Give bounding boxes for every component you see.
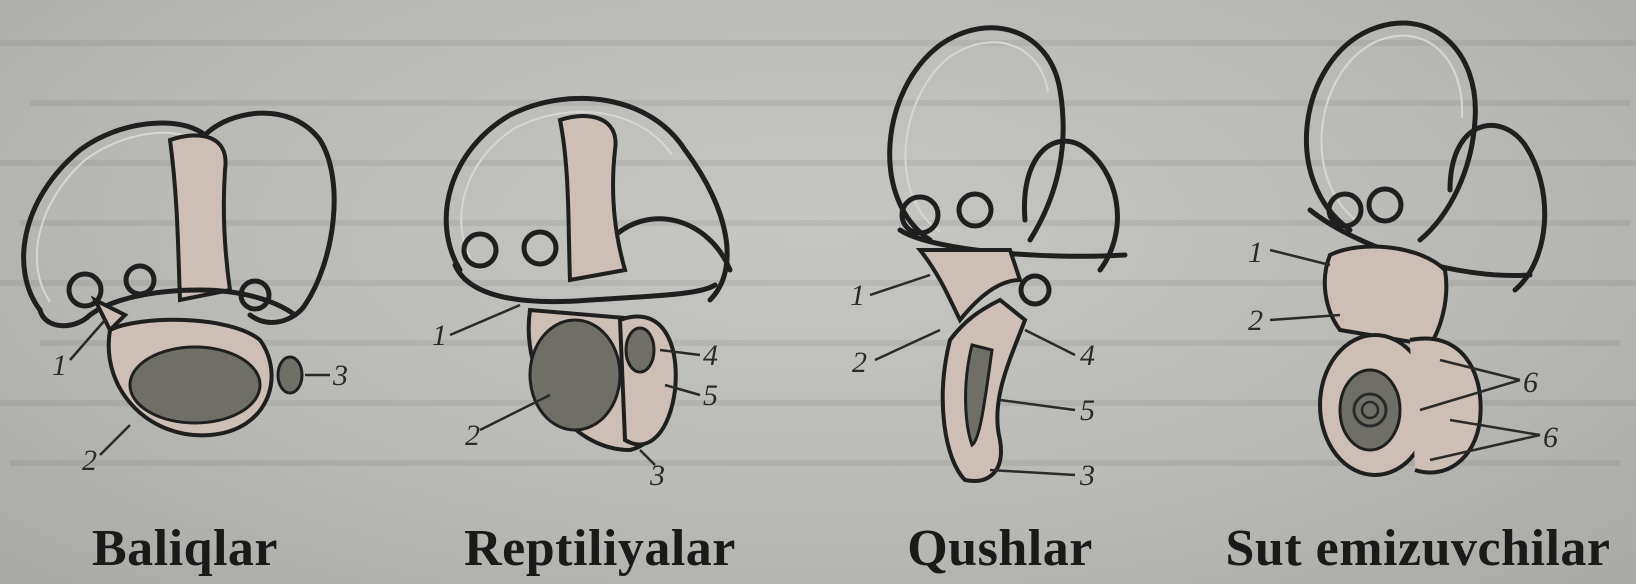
caption-birds: Qushlar [840,519,1160,578]
panel-fish: 1 2 3 Baliqlar [0,0,370,584]
reptile-label-1: 1 [432,319,447,352]
caption-fish: Baliqlar [0,519,370,578]
mammal-label-6b: 6 [1543,421,1558,454]
mammal-label-6a: 6 [1523,366,1538,399]
bird-label-5: 5 [1080,394,1095,427]
mammal-inner-ear-drawing: 1 2 6 6 [1200,0,1636,584]
reptile-inner-ear-drawing: 1 2 3 4 5 [410,0,790,584]
bird-label-1: 1 [850,279,865,312]
panel-mammals: 1 2 6 6 Sut emizuvchilar [1200,0,1636,584]
fish-label-2: 2 [82,444,97,477]
bird-label-4: 4 [1080,339,1095,372]
fish-inner-ear-drawing: 1 2 3 [0,0,370,584]
mammal-label-1: 1 [1248,236,1263,269]
panel-reptiles: 1 2 3 4 5 Reptiliyalar [410,0,790,584]
caption-reptiles: Reptiliyalar [410,519,790,578]
caption-mammals: Sut emizuvchilar [1200,519,1636,578]
reptile-label-5: 5 [703,379,718,412]
fish-label-3: 3 [332,359,348,392]
mammal-label-2: 2 [1248,304,1263,337]
reptile-label-2: 2 [465,419,480,452]
panel-birds: 1 2 4 5 3 Qushlar [840,0,1160,584]
bird-label-3: 3 [1079,459,1095,492]
reptile-label-3: 3 [649,459,665,492]
reptile-label-4: 4 [703,339,718,372]
fish-label-1: 1 [52,349,67,382]
bird-label-2: 2 [852,346,867,379]
bird-inner-ear-drawing: 1 2 4 5 3 [840,0,1160,584]
